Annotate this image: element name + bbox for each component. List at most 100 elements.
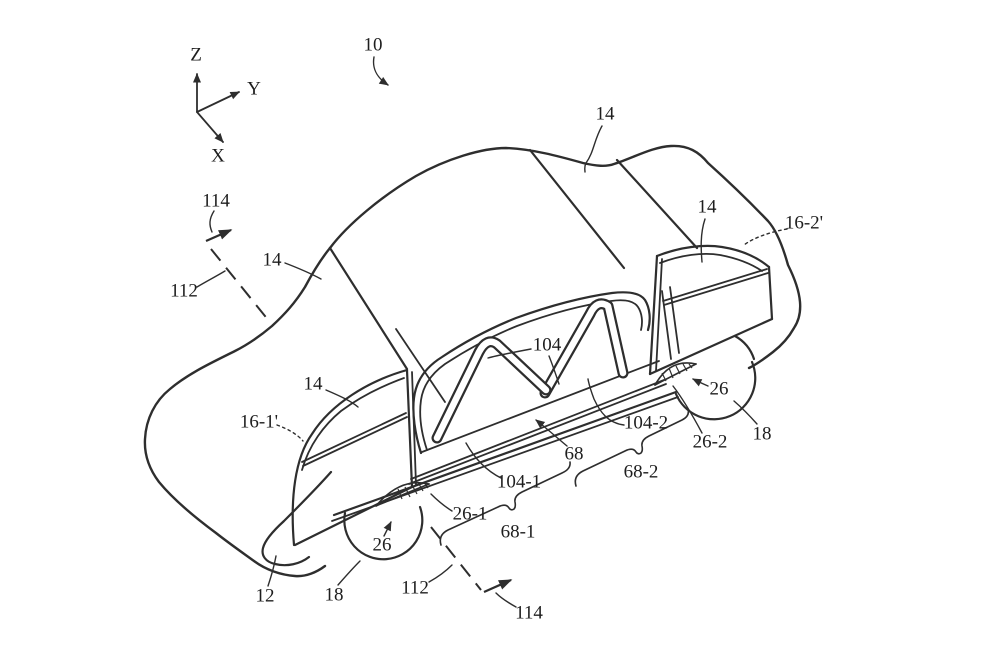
reference-labels: 10ZYX11411214141416-2'1416-1'1042618104-… xyxy=(170,34,823,623)
a-pillar-inner-line xyxy=(395,328,446,403)
support-104-1-core xyxy=(433,338,550,442)
c-pillar-line xyxy=(615,158,699,250)
ref-label-104-2: 104-2 xyxy=(624,412,668,433)
rear-door-front-edge-outer xyxy=(648,254,659,376)
door-guides xyxy=(375,362,697,507)
section-arrow-bottom xyxy=(483,578,513,594)
body-outline-front-left xyxy=(143,246,332,578)
rear-guide-lower-arc xyxy=(654,363,697,386)
ref-label-12: 12 xyxy=(256,585,275,606)
aperture-outer xyxy=(412,291,651,455)
ref-label-10: 10 xyxy=(364,34,383,55)
front-door-beltline-inner xyxy=(302,416,408,467)
rear-door xyxy=(648,244,774,376)
ref-label-104: 104 xyxy=(533,334,562,355)
rear-wheel-upper-arc xyxy=(733,334,756,361)
ref-label-104-1: 104-1 xyxy=(497,471,541,492)
leader-10 xyxy=(372,56,389,86)
leader-14-rear-door xyxy=(700,218,706,263)
rear-guide-hatching xyxy=(661,363,693,382)
ref-label-26-1: 26-1 xyxy=(453,503,488,524)
leader-lines xyxy=(196,56,788,608)
leader-16-2-prime xyxy=(743,228,788,246)
front-door xyxy=(291,368,417,547)
front-guide-upper-arc xyxy=(375,481,430,507)
leader-14-roof-left xyxy=(284,262,322,280)
rear-guide-upper-arc xyxy=(654,362,697,386)
leader-112-top xyxy=(196,270,226,288)
ref-label-16-2-prime: 16-2' xyxy=(785,212,823,233)
ref-label-26-2: 26-2 xyxy=(693,431,728,452)
rear-door-top-arch-inner xyxy=(659,252,763,272)
rear-jamb-line-outer xyxy=(661,290,672,360)
section-dashes-bottom xyxy=(430,526,482,591)
front-door-bottom-edge xyxy=(293,485,414,547)
brace-68-2 xyxy=(574,408,690,487)
leader-114-bottom xyxy=(495,592,517,608)
section-arrow-top xyxy=(205,228,233,243)
interior-supports xyxy=(431,298,629,444)
ref-label-14-rear-door: 14 xyxy=(698,196,718,217)
rear-door-top-arch-outer xyxy=(655,244,771,269)
floor-front-edge-outer xyxy=(410,379,665,480)
ref-label-26-front: 26 xyxy=(373,534,392,555)
leader-26-1 xyxy=(430,493,453,512)
rear-door-beltline-inner xyxy=(663,272,769,306)
leader-12 xyxy=(267,555,277,587)
ref-label-68-2: 68-2 xyxy=(624,461,659,482)
ref-label-14-roof-top: 14 xyxy=(596,103,616,124)
front-wheel xyxy=(343,505,424,561)
front-door-beltline-outer xyxy=(301,412,407,463)
section-line-112 xyxy=(205,228,513,594)
ref-label-axis-x: X xyxy=(211,145,225,166)
rear-door-rear-edge xyxy=(767,265,774,321)
front-guide-hatching xyxy=(397,483,429,500)
leader-14-roof-top xyxy=(584,125,603,173)
ref-label-112-bottom: 112 xyxy=(401,577,429,598)
ref-label-14-roof-left: 14 xyxy=(263,249,283,270)
leader-114-top xyxy=(209,210,215,233)
front-guide-lower-arc xyxy=(375,483,430,507)
wheels xyxy=(343,334,757,561)
leader-16-1-prime xyxy=(276,424,304,442)
axis-y-arrow xyxy=(196,91,240,113)
body-outline-roof-rear xyxy=(328,144,802,370)
section-dashes-top xyxy=(210,248,270,322)
front-door-rear-edge-inner xyxy=(411,371,417,486)
rear-door-bottom-edge xyxy=(648,317,774,376)
ref-label-18-front: 18 xyxy=(325,584,344,605)
a-pillar-line xyxy=(328,246,409,371)
axis-x-arrow xyxy=(196,111,224,143)
support-104-1 xyxy=(431,336,552,444)
front-door-arch-inner xyxy=(301,377,405,471)
ref-label-112-top: 112 xyxy=(170,280,198,301)
ref-label-114-bottom: 114 xyxy=(515,602,543,623)
front-door-rear-edge-outer xyxy=(405,368,414,489)
ref-label-68: 68 xyxy=(565,443,584,464)
front-door-arch-outer xyxy=(291,368,409,547)
ref-label-axis-z: Z xyxy=(190,44,202,65)
ref-label-14-front-door: 14 xyxy=(304,373,324,394)
leader-26-front xyxy=(383,521,392,537)
leader-18-rear xyxy=(733,400,758,425)
leader-104-1 xyxy=(465,442,502,479)
leader-26-2 xyxy=(672,385,703,434)
leader-112-bottom xyxy=(428,564,453,583)
leader-14-front-door xyxy=(325,389,359,408)
vehicle-body xyxy=(143,144,802,578)
support-104-2-core xyxy=(541,300,627,397)
brace-68-1 xyxy=(439,461,571,546)
ref-label-26-rear: 26 xyxy=(710,378,729,399)
leader-104-right xyxy=(548,355,560,385)
rocker-line-outer xyxy=(332,390,678,517)
front-fascia-lower-edge xyxy=(261,470,333,567)
ref-label-16-1-prime: 16-1' xyxy=(240,411,278,432)
leader-104-left xyxy=(487,348,532,359)
aperture-inner xyxy=(419,299,643,451)
dimension-braces xyxy=(439,408,690,546)
leader-26-rear xyxy=(692,378,709,387)
rear-door-beltline-outer xyxy=(662,268,768,302)
ref-label-18-rear: 18 xyxy=(753,423,772,444)
